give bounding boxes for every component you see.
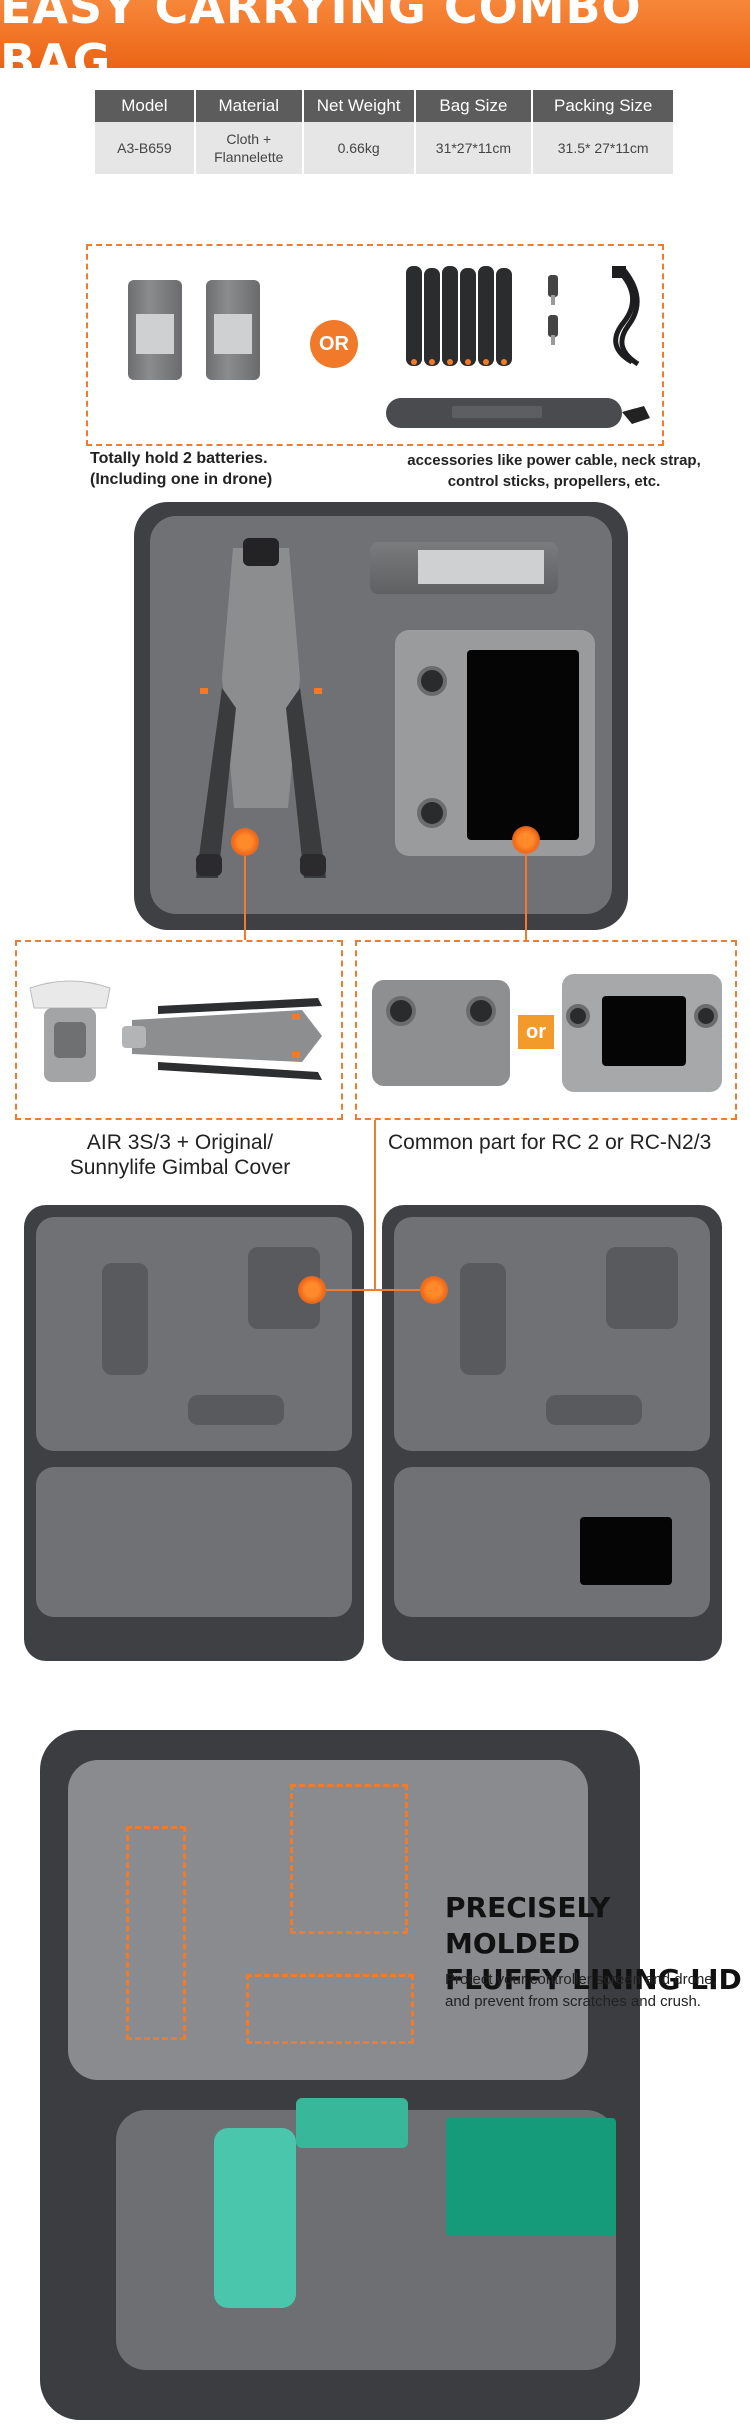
compat-vertical-line (374, 1120, 376, 1290)
lid-foam-highlight-2 (290, 1784, 408, 1934)
drone-connector-line (244, 856, 246, 940)
feature-screen-highlight (446, 2118, 616, 2236)
accessories-caption: accessories like power cable, neck strap… (396, 450, 712, 492)
feature-drone-highlight (214, 2128, 296, 2308)
batteries-caption-line2: (Including one in drone) (90, 471, 273, 488)
power-cable-image (598, 266, 650, 367)
feature-headline-line2: FLUFFY LINING LID (445, 1963, 742, 1996)
feature-battery-highlight (296, 2098, 408, 2148)
neck-strap-image (382, 392, 658, 438)
drone-compat-box (15, 940, 343, 1120)
header-packing-size: Packing Size (532, 90, 675, 122)
case-open-left-image (24, 1205, 364, 1661)
control-sticks-image (540, 275, 566, 345)
lid-right-marker-dot (420, 1276, 448, 1304)
batteries-caption-line1: Totally hold 2 batteries. (90, 450, 268, 467)
case-controller-image (395, 630, 595, 856)
propellers-image (402, 266, 514, 370)
header-model: Model (95, 90, 196, 122)
spec-table: Model Material Net Weight Bag Size Packi… (95, 90, 675, 174)
header-bag-size: Bag Size (414, 90, 534, 122)
drone-compat-caption-line2: Sunnylife Gimbal Cover (69, 1156, 291, 1179)
feature-description-line1: Protect your controller screen and drone… (445, 1971, 717, 1988)
accessories-box (86, 244, 664, 446)
lid-connector-line (326, 1289, 420, 1291)
cell-model: A3-B659 (95, 122, 196, 174)
batteries-caption: Totally hold 2 batteries. (Including one… (90, 448, 272, 490)
drone-compat-caption: AIR 3S/3 + Original/ Sunnylife Gimbal Co… (60, 1130, 300, 1180)
lid-left-marker-dot (298, 1276, 326, 1304)
accessories-caption-line2: control sticks, propellers, etc. (447, 473, 661, 490)
cell-net-weight: 0.66kg (302, 122, 416, 174)
rc2-controller-image (562, 974, 722, 1092)
feature-description: Protect your controller screen and drone… (445, 1969, 717, 2013)
title-banner: EASY CARRYING COMBO BAG (0, 0, 750, 88)
page-title: EASY CARRYING COMBO BAG (0, 0, 642, 88)
feature-headline-line1: PRECISELY MOLDED (445, 1891, 611, 1960)
case-open-right-image (382, 1205, 722, 1661)
cell-packing-size: 31.5* 27*11cm (532, 122, 675, 174)
rc-n2-controller-image (372, 980, 510, 1086)
spec-row: A3-B659 Cloth + Flannelette 0.66kg 31*27… (95, 122, 675, 174)
drone-marker-dot (231, 828, 259, 856)
or-badge: OR (310, 320, 358, 368)
battery-image-2 (206, 280, 260, 380)
spec-header-row: Model Material Net Weight Bag Size Packi… (95, 90, 675, 122)
lid-foam-highlight-3 (246, 1974, 414, 2044)
compat-or-badge: or (518, 1015, 554, 1049)
feature-case-image (40, 1730, 640, 2420)
feature-headline: PRECISELY MOLDED FLUFFY LINING LID (445, 1890, 750, 1998)
case-battery-image (370, 542, 558, 594)
accessories-caption-line1: accessories like power cable, neck strap… (407, 452, 701, 469)
controller-compat-caption: Common part for RC 2 or RC-N2/3 (388, 1130, 711, 1155)
controller-connector-line (525, 854, 527, 940)
folded-drone-image (118, 980, 340, 1090)
battery-image-1 (128, 280, 182, 380)
header-material: Material (194, 90, 304, 122)
feature-description-line2: and prevent from scratches and crush. (445, 1993, 701, 2010)
cell-bag-size: 31*27*11cm (414, 122, 534, 174)
cell-material: Cloth + Flannelette (194, 122, 304, 174)
drone-compat-caption-line1: AIR 3S/3 + Original/ (86, 1131, 274, 1154)
controller-compat-box (355, 940, 737, 1120)
controller-marker-dot (512, 826, 540, 854)
header-net-weight: Net Weight (302, 90, 416, 122)
drone-image (188, 538, 334, 886)
controller-compat-caption-text: Common part for RC 2 or RC-N2/3 (388, 1131, 712, 1154)
lid-foam-highlight-1 (126, 1826, 186, 2040)
gimbal-cover-image (24, 978, 116, 1086)
